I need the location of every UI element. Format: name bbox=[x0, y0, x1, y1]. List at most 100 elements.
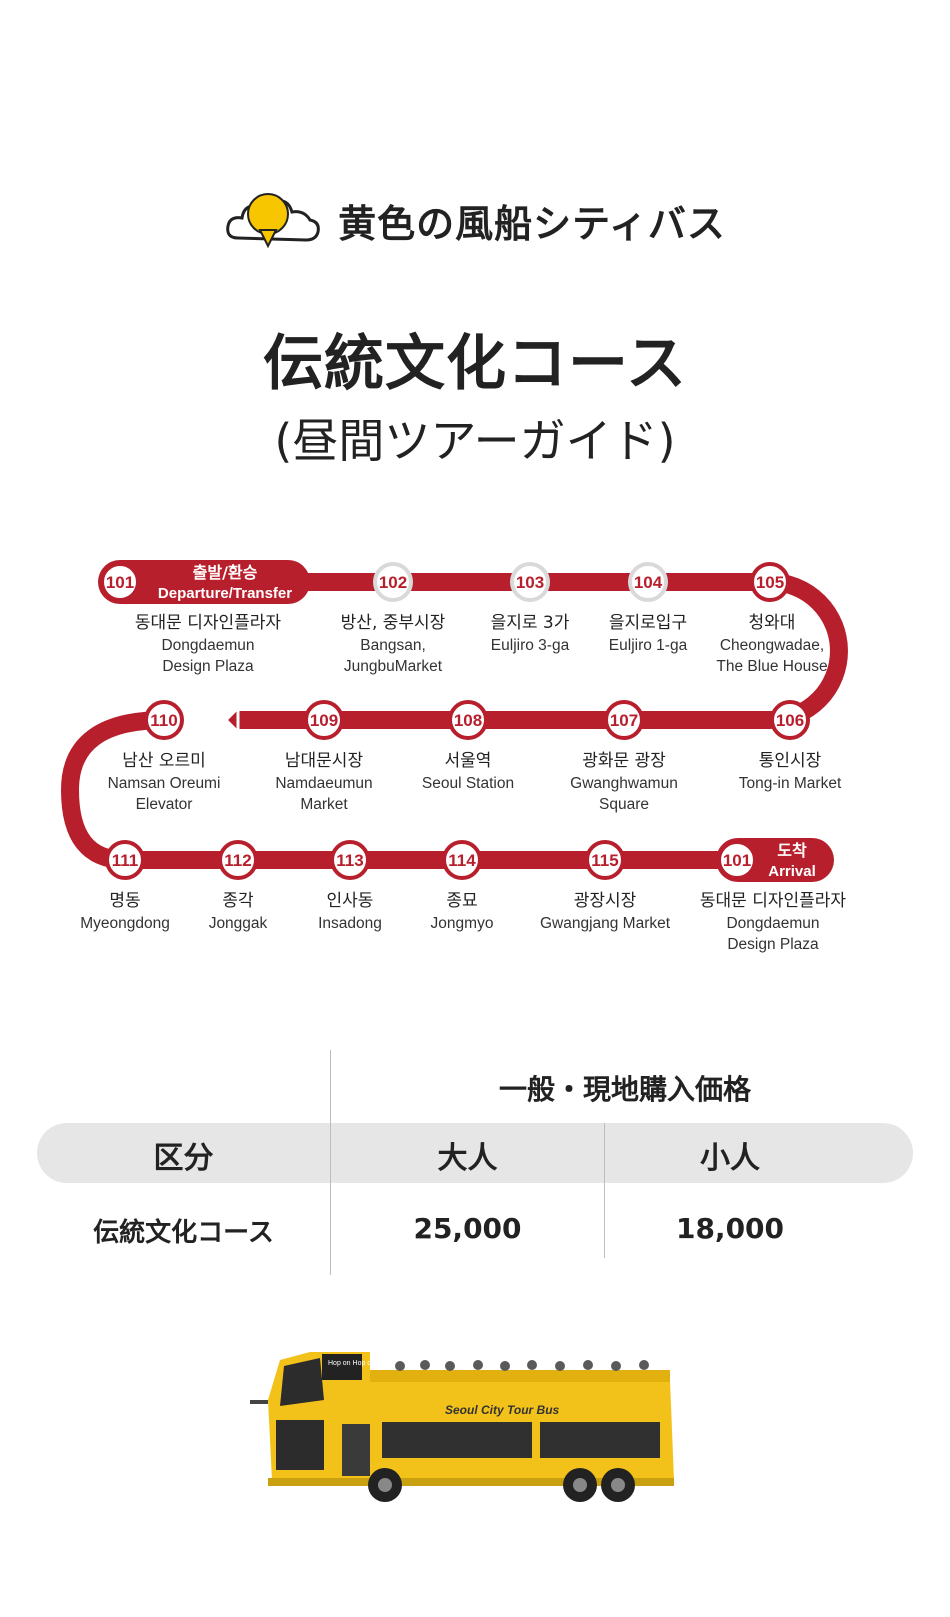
price-header-bar bbox=[37, 1123, 913, 1183]
station-marker bbox=[442, 840, 482, 880]
station-number: 103 bbox=[516, 573, 544, 592]
course-subtitle: (昼間ツアーガイド) bbox=[274, 414, 676, 468]
station-marker bbox=[717, 840, 757, 880]
station-number: 102 bbox=[379, 573, 407, 592]
station-name-en: Cheongwadae, bbox=[720, 637, 824, 654]
station-marker bbox=[510, 562, 550, 602]
route-station: 103 을지로 3가 Euljiro 3-ga bbox=[491, 562, 570, 654]
station-marker bbox=[218, 840, 258, 880]
station-number: 109 bbox=[310, 711, 338, 730]
station-marker bbox=[750, 562, 790, 602]
station-marker bbox=[144, 700, 184, 740]
station-number: 101 bbox=[106, 573, 134, 592]
station-name-en: Gwangjang Market bbox=[540, 915, 671, 932]
station-name-ko: 종각 bbox=[222, 891, 254, 911]
station-name-en: Square bbox=[599, 796, 649, 813]
station-name-ko: 남대문시장 bbox=[285, 751, 364, 771]
route-station: 114 종묘 Jongmyo bbox=[431, 840, 494, 932]
station-name-en: The Blue House bbox=[716, 658, 827, 675]
station-number: 106 bbox=[776, 711, 804, 730]
station-name-en: Market bbox=[300, 796, 348, 813]
station-name-en: JungbuMarket bbox=[344, 658, 443, 675]
station-name-ko: 광화문 광장 bbox=[582, 751, 666, 771]
station-number: 114 bbox=[448, 851, 476, 870]
station-marker bbox=[100, 562, 140, 602]
station-number: 107 bbox=[610, 711, 638, 730]
station-name-ko: 을지로 3가 bbox=[491, 613, 570, 633]
station-name-en: Euljiro 1-ga bbox=[609, 637, 688, 654]
station-name-ko: 종묘 bbox=[446, 891, 477, 911]
station-name-en: Namsan Oreumi bbox=[108, 775, 221, 792]
route-station: 111 명동 Myeongdong bbox=[80, 840, 170, 932]
station-name-en: Gwanghwamun bbox=[570, 775, 678, 792]
station-marker bbox=[330, 840, 370, 880]
station-number: 110 bbox=[150, 711, 177, 730]
col-adult-header: 大人 bbox=[437, 1141, 498, 1176]
row-category: 伝統文化コース bbox=[93, 1218, 274, 1248]
station-name-en: Jonggak bbox=[209, 915, 268, 932]
station-name-ko: 방산, 중부시장 bbox=[341, 613, 446, 633]
station-name-en: Design Plaza bbox=[162, 658, 254, 675]
station-name-en: Elevator bbox=[136, 796, 193, 813]
station-number: 105 bbox=[756, 573, 784, 592]
station-name-en: Dongdaemun bbox=[726, 915, 819, 932]
col-child-header: 小人 bbox=[700, 1141, 760, 1176]
station-name-en: Seoul Station bbox=[422, 775, 514, 792]
route-station: 115 광장시장 Gwangjang Market bbox=[540, 840, 671, 932]
station-name-en: Jongmyo bbox=[431, 915, 494, 932]
route-station: 106 통인시장 Tong-in Market bbox=[739, 700, 842, 792]
brand-logo: 黄色の風船シティバス bbox=[0, 188, 950, 252]
station-name-en: Tong-in Market bbox=[739, 775, 842, 792]
price-group-header: 一般・現地購入価格 bbox=[498, 1073, 751, 1106]
brand-name: 黄色の風船シティバス bbox=[338, 201, 726, 246]
route-direction-arrow bbox=[223, 704, 240, 736]
station-number: 108 bbox=[454, 711, 482, 730]
departure-tag: 출발/환승 Departure/Transfer bbox=[98, 560, 310, 604]
station-marker bbox=[604, 700, 644, 740]
route-station: 104 을지로입구 Euljiro 1-ga bbox=[609, 562, 688, 654]
station-number: 101 bbox=[723, 851, 751, 870]
yellow-balloon-cloud-icon bbox=[226, 193, 320, 249]
departure-tag-ko: 출발/환승 bbox=[193, 563, 258, 582]
station-name-ko: 청와대 bbox=[749, 613, 796, 633]
station-name-ko: 을지로입구 bbox=[609, 613, 687, 633]
station-name-en: Dongdaemun bbox=[161, 637, 254, 654]
station-marker bbox=[373, 562, 413, 602]
station-number: 111 bbox=[112, 851, 139, 870]
station-name-en: Design Plaza bbox=[727, 936, 819, 953]
bus-signage: Seoul City Tour Bus bbox=[445, 1403, 560, 1417]
station-marker bbox=[105, 840, 145, 880]
arrival-tag-ko: 도착 bbox=[777, 841, 807, 860]
station-marker bbox=[770, 700, 810, 740]
station-marker bbox=[448, 700, 488, 740]
station-name-ko: 남산 오르미 bbox=[122, 751, 206, 771]
station-name-ko: 인사동 bbox=[327, 891, 374, 911]
station-name-ko: 동대문 디자인플라자 bbox=[700, 891, 847, 911]
arrival-tag-en: Arrival bbox=[768, 863, 816, 880]
station-name-ko: 명동 bbox=[109, 891, 140, 911]
route-station: 105 청와대 Cheongwadae, The Blue House bbox=[716, 562, 828, 675]
station-name-ko: 통인시장 bbox=[759, 751, 822, 771]
route-map: 출발/환승 Departure/Transfer 도착 Arrival 101 동… bbox=[60, 560, 848, 953]
col-category-header: 区分 bbox=[153, 1141, 214, 1176]
station-name-ko: 동대문 디자인플라자 bbox=[135, 613, 282, 633]
station-name-en: Myeongdong bbox=[80, 915, 170, 932]
table-divider bbox=[604, 1123, 605, 1258]
row-child-price: 18,000 bbox=[675, 1212, 785, 1245]
station-name-ko: 광장시장 bbox=[574, 891, 637, 911]
station-number: 115 bbox=[591, 851, 618, 870]
station-number: 104 bbox=[634, 573, 663, 592]
station-name-en: Euljiro 3-ga bbox=[491, 637, 570, 654]
departure-tag-en: Departure/Transfer bbox=[158, 585, 292, 602]
station-marker bbox=[628, 562, 668, 602]
station-name-ko: 서울역 bbox=[445, 751, 492, 771]
row-adult-price: 25,000 bbox=[413, 1212, 522, 1245]
table-divider bbox=[330, 1050, 331, 1275]
